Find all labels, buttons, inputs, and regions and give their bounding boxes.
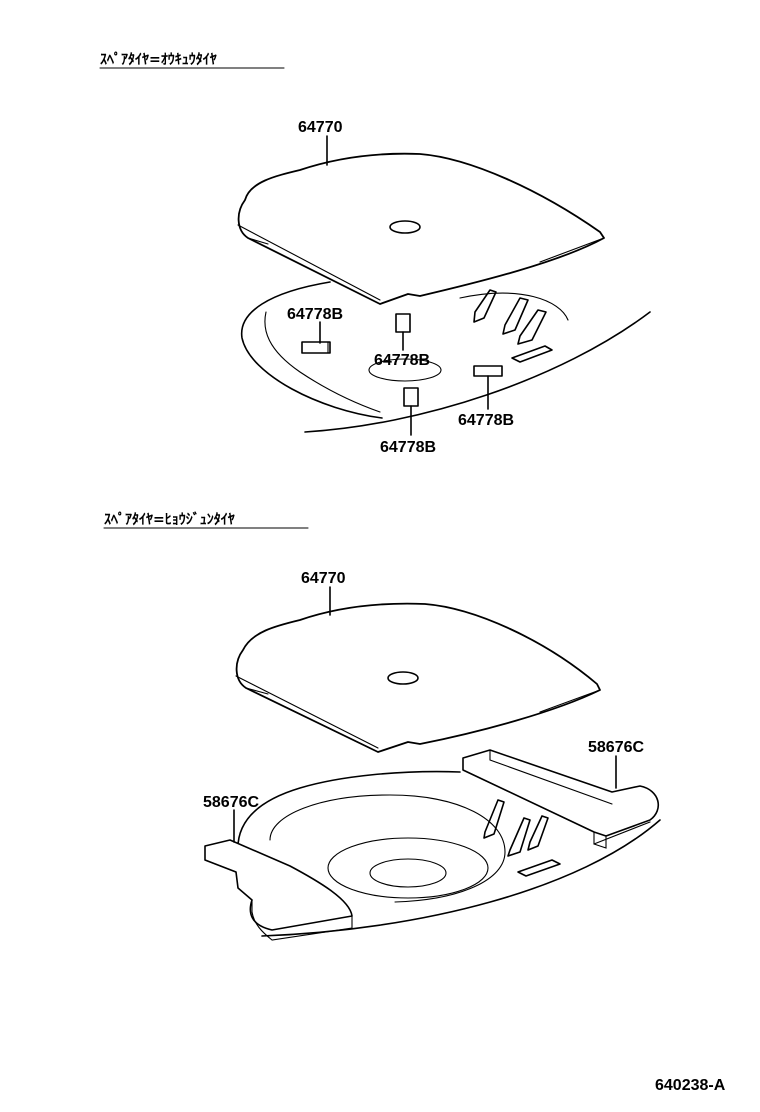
floor-pan-1 bbox=[240, 281, 651, 433]
pad-right bbox=[462, 749, 660, 849]
deck-board-2 bbox=[235, 602, 601, 753]
clip-right bbox=[473, 365, 503, 377]
label-clip-bottom: 64778B bbox=[380, 439, 436, 456]
label-board-2: 64770 bbox=[301, 570, 346, 587]
clip-center bbox=[395, 313, 411, 333]
figure-id: 640238-A bbox=[655, 1077, 726, 1094]
label-pad-left: 58676C bbox=[203, 794, 259, 811]
label-clip-center: 64778B bbox=[374, 352, 430, 369]
label-pad-right: 58676C bbox=[588, 739, 644, 756]
clip-left bbox=[301, 341, 331, 354]
section-compact-spare: ｽﾍﾟｱﾀｲﾔ=ｵｳｷｭｳﾀｲﾔ bbox=[99, 51, 651, 456]
section-standard-spare: ｽﾍﾟｱﾀｲﾔ=ﾋｮｳｼﾞｭﾝﾀｲﾔ bbox=[103, 511, 661, 941]
tire-well-inner bbox=[369, 858, 447, 888]
tire-well-recess bbox=[368, 358, 442, 382]
pad-left bbox=[204, 839, 353, 941]
label-clip-right: 64778B bbox=[458, 412, 514, 429]
board-hole-1 bbox=[389, 220, 421, 234]
clip-bottom bbox=[403, 387, 419, 407]
deck-board-1 bbox=[237, 152, 605, 305]
board-hole-2 bbox=[387, 671, 419, 685]
section-title-compact: ｽﾍﾟｱﾀｲﾔ=ｵｳｷｭｳﾀｲﾔ bbox=[100, 51, 217, 68]
label-board-1: 64770 bbox=[298, 119, 343, 136]
tire-well-outer bbox=[327, 837, 489, 899]
label-clip-left: 64778B bbox=[287, 306, 343, 323]
section-title-standard: ｽﾍﾟｱﾀｲﾔ=ﾋｮｳｼﾞｭﾝﾀｲﾔ bbox=[104, 511, 235, 528]
